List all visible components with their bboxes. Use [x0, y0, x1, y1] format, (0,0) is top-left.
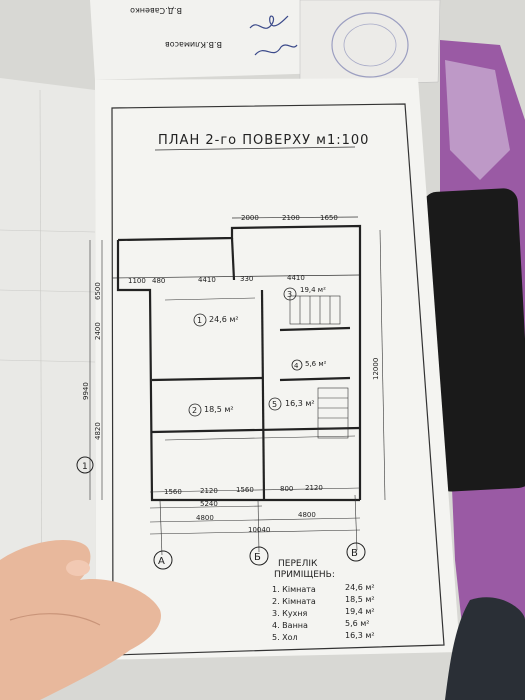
rooms-legend: ПЕРЕЛІК ПРИМІЩЕНЬ: 1. Кімната 24,6 м² 2.…: [272, 559, 375, 642]
svg-text:18,5 м²: 18,5 м²: [204, 405, 234, 414]
back-paper-right: [299, 0, 441, 86]
axis-marker-1: 1: [76, 456, 94, 474]
room-1: 1 24,6 м²: [193, 313, 239, 327]
legend-item-5-label: 5. Хол: [272, 633, 298, 642]
svg-text:Б: Б: [254, 552, 261, 563]
svg-text:16,3 м²: 16,3 м²: [285, 399, 315, 408]
name-left-text: В.Д.Савенко: [130, 6, 182, 15]
legend-item-2-label: 2. Кімната: [272, 597, 316, 606]
black-bag: [445, 597, 525, 700]
dim-top-2: 2100: [282, 214, 300, 222]
svg-text:2: 2: [192, 406, 197, 415]
legend-title-1: ПЕРЕЛІК: [278, 559, 318, 569]
legend-item-5-value: 16,3 м²: [345, 631, 375, 640]
room-3: 3 19,4 м²: [283, 286, 326, 301]
under-sheet: [0, 78, 96, 660]
dim-b1-5: 2120: [305, 484, 323, 492]
dim-row2-2: 480: [152, 277, 165, 285]
axis-marker-b: Б: [249, 546, 269, 566]
hand-crease: [9, 613, 101, 626]
dim-row2-1: 1100: [128, 277, 146, 285]
drawing-sheet: [95, 78, 460, 660]
svg-text:19,4 м²: 19,4 м²: [300, 286, 326, 294]
legend-item-4-value: 5,6 м²: [345, 619, 370, 628]
axis-marker-a: А: [153, 550, 173, 570]
dim-row2-3: 4410: [198, 276, 216, 284]
svg-text:1: 1: [82, 462, 88, 472]
plan-thin-lines: [164, 295, 356, 441]
svg-text:4: 4: [294, 362, 299, 370]
stamp: [331, 12, 409, 78]
dim-left-3: 6500: [94, 282, 102, 300]
fingertip: [66, 560, 90, 576]
dim-left-4: 9940: [82, 382, 90, 400]
legend-item-2-value: 18,5 м²: [345, 595, 375, 604]
legend-item-4-label: 4. Ванна: [272, 621, 308, 630]
legend-item-1-value: 24,6 м²: [345, 583, 375, 592]
legend-item-3-label: 3. Кухня: [272, 609, 308, 618]
hand: [0, 540, 161, 700]
dim-b3-left: 4800: [196, 514, 214, 522]
drawing-frame: [111, 103, 445, 656]
left-dims: 4820 2400 6500 9940: [82, 240, 103, 500]
dim-right: 12000: [372, 358, 380, 380]
phone: [422, 188, 525, 492]
legend-item-3-value: 19,4 м²: [345, 607, 375, 616]
svg-text:А: А: [158, 556, 165, 567]
signature-left: [249, 15, 298, 56]
dim-b3-right: 4800: [298, 511, 316, 519]
dim-total: 10040: [248, 526, 270, 534]
svg-text:5,6 м²: 5,6 м²: [305, 360, 327, 368]
svg-text:1: 1: [197, 316, 202, 325]
dim-row2-4: 330: [240, 275, 253, 283]
name-right-text: В.В.Климасов: [165, 40, 222, 49]
dim-row2-5: 4410: [287, 274, 305, 282]
legend-item-1-label: 1. Кімната: [272, 585, 316, 594]
room-2: 2 18,5 м²: [188, 403, 234, 417]
svg-text:В: В: [351, 548, 358, 559]
dim-b1-4: 800: [280, 485, 293, 493]
axis-marker-v: В: [346, 542, 366, 562]
dim-left-1: 4820: [94, 422, 102, 440]
dim-b1-2: 2120: [200, 487, 218, 495]
dim-b1-1: 1560: [164, 488, 182, 496]
svg-text:3: 3: [287, 290, 292, 299]
svg-text:24,6 м²: 24,6 м²: [209, 315, 239, 324]
dim-left-2: 2400: [94, 322, 102, 340]
room-5: 5 16,3 м²: [268, 397, 315, 411]
dim-top-1: 2000: [241, 214, 259, 222]
dim-b1-3: 1560: [236, 486, 254, 494]
dim-top-3: 1650: [320, 214, 338, 222]
plan-title: ПЛАН 2-го ПОВЕРХУ м1:100: [158, 133, 369, 148]
legend-title-2: ПРИМІЩЕНЬ:: [274, 570, 335, 580]
room-4: 4 5,6 м²: [291, 359, 327, 371]
purple-highlight: [445, 60, 510, 180]
plan-walls: [116, 224, 362, 502]
dim-b2: 5240: [200, 500, 218, 508]
bottom-dim-lines: [149, 487, 361, 556]
svg-text:5: 5: [272, 400, 277, 409]
